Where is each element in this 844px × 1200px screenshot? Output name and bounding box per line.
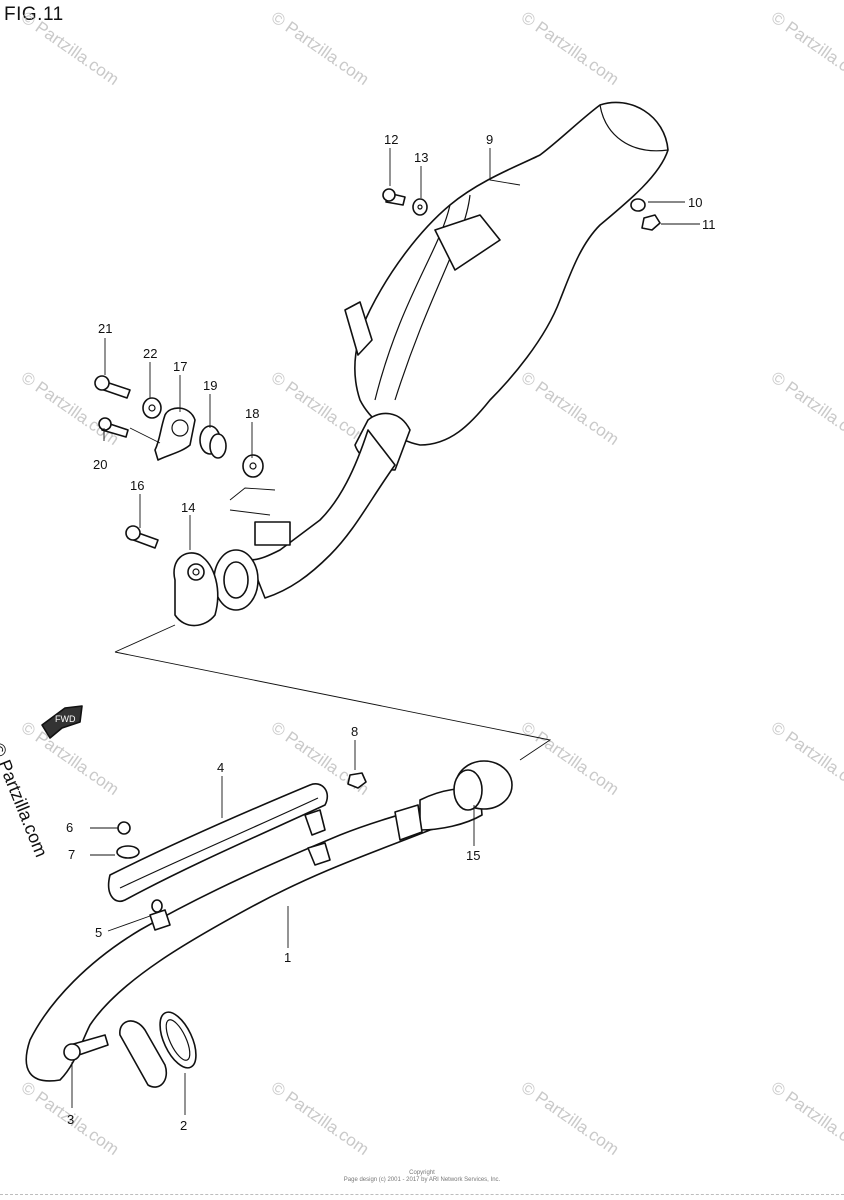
bolt-part-16 <box>125 525 159 549</box>
bolt-part-3 <box>63 1034 109 1061</box>
watermark-text: © Partzilla.com <box>518 8 623 89</box>
watermark-text: © Partzilla.com <box>518 368 623 449</box>
bolt-part-20 <box>98 417 129 438</box>
washer-part-7 <box>116 845 140 859</box>
watermark-text: © Partzilla.com <box>768 1078 844 1159</box>
callout-4: 4 <box>217 760 224 775</box>
muffler-inlet-pipe <box>213 429 396 611</box>
leader-lines <box>71 148 700 1115</box>
callout-3: 3 <box>67 1112 74 1127</box>
washer-part-13 <box>412 198 428 216</box>
callout-18: 18 <box>245 406 259 421</box>
nut-part-8 <box>347 772 367 789</box>
callout-20: 20 <box>93 457 107 472</box>
callout-15: 15 <box>466 848 480 863</box>
clamp-part-14 <box>173 552 219 627</box>
exhaust-flange <box>119 1011 197 1088</box>
callout-13: 13 <box>414 150 428 165</box>
callout-6: 6 <box>66 820 73 835</box>
callout-10: 10 <box>688 195 702 210</box>
washer-part-18 <box>242 454 264 478</box>
callout-16: 16 <box>130 478 144 493</box>
washer-part-22 <box>142 397 162 419</box>
nut-part-11 <box>641 214 661 231</box>
callout-11: 11 <box>702 217 716 232</box>
fwd-arrow-icon: FWD <box>41 705 83 739</box>
callout-14: 14 <box>181 500 195 515</box>
watermark-text: © Partzilla.com <box>518 718 623 799</box>
fwd-label: FWD <box>55 714 76 724</box>
watermark-text: © Partzilla.com <box>18 8 123 89</box>
callout-9: 9 <box>486 132 493 147</box>
watermark-text: © Partzilla.com <box>18 718 123 799</box>
bracket-part-17 <box>154 407 196 461</box>
callout-layer: 12 13 9 10 11 21 22 17 19 18 20 16 14 8 … <box>66 132 716 1133</box>
bottom-dashed-rule <box>0 1194 844 1197</box>
watermark-text: © Partzilla.com <box>518 1078 623 1159</box>
grommet-part-5 <box>151 899 163 913</box>
muffler-part-9 <box>344 101 669 471</box>
callout-21: 21 <box>98 321 112 336</box>
callout-2: 2 <box>180 1118 187 1133</box>
copyright-line-1: Copyright <box>409 1170 435 1176</box>
callout-17: 17 <box>173 359 187 374</box>
copyright-line-2: Page design (c) 2001 - 2017 by ARI Netwo… <box>343 1177 501 1183</box>
cushion-part-10 <box>630 198 646 212</box>
figure-title: FIG.11 <box>4 4 64 25</box>
watermark-text: © Partzilla.com <box>268 1078 373 1159</box>
cushion-part-19 <box>199 425 227 459</box>
watermark-text: © Partzilla.com <box>768 718 844 799</box>
callout-12: 12 <box>384 132 398 147</box>
callout-5: 5 <box>95 925 102 940</box>
callout-19: 19 <box>203 378 217 393</box>
watermark-layer: © Partzilla.com © Partzilla.com © Partzill… <box>18 8 844 1159</box>
callout-22: 22 <box>143 346 157 361</box>
watermark-text: © Partzilla.com <box>268 8 373 89</box>
callout-7: 7 <box>68 847 75 862</box>
heat-shield-part-4 <box>107 783 331 931</box>
callout-1: 1 <box>284 950 291 965</box>
copyright-notice: Copyright Page design (c) 2001 - 2017 by… <box>0 1170 844 1184</box>
watermark-text: © Partzilla.com <box>768 8 844 89</box>
watermark-text: © Partzilla.com <box>768 368 844 449</box>
bolt-part-12 <box>382 188 406 206</box>
bolt-part-21 <box>94 375 131 399</box>
bolt-part-6 <box>117 821 131 835</box>
callout-8: 8 <box>351 724 358 739</box>
